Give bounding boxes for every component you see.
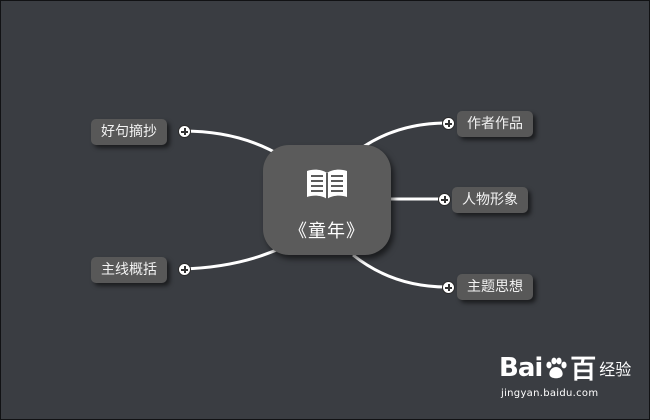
connector-theme	[352, 253, 448, 289]
connector-summary	[182, 245, 284, 271]
plus-circle-icon[interactable]	[442, 281, 455, 294]
branch-works[interactable]: 作者作品	[457, 111, 533, 137]
branch-works-label: 作者作品	[467, 116, 523, 132]
book-icon	[307, 169, 347, 199]
branch-summary[interactable]: 主线概括	[91, 257, 167, 283]
watermark-brand-suffix: 百	[570, 355, 596, 385]
watermark-brand-cn: 经验	[599, 359, 632, 379]
paw-icon	[546, 357, 567, 378]
plus-circle-icon[interactable]	[178, 125, 191, 138]
branch-characters-label: 人物形象	[462, 192, 518, 208]
watermark: Bai 百 经验 jingyan.baidu.com	[499, 349, 631, 400]
branch-quotes-label: 好句摘抄	[101, 124, 157, 140]
central-topic-label: 《童年》	[289, 221, 365, 242]
branch-summary-label: 主线概括	[101, 262, 157, 278]
watermark-brand-prefix: Bai	[499, 352, 543, 383]
watermark-url: jingyan.baidu.com	[501, 388, 599, 399]
plus-circle-icon[interactable]	[442, 117, 455, 130]
central-topic-node[interactable]: 《童年》	[263, 145, 391, 255]
branch-characters[interactable]: 人物形象	[452, 187, 528, 213]
connector-quotes	[182, 129, 284, 159]
branch-quotes[interactable]: 好句摘抄	[91, 119, 167, 145]
connector-works	[362, 121, 448, 149]
plus-circle-icon[interactable]	[178, 263, 191, 276]
branch-theme-label: 主题思想	[467, 279, 523, 295]
branch-theme[interactable]: 主题思想	[457, 274, 533, 300]
plus-circle-icon[interactable]	[438, 193, 451, 206]
watermark-brand: Bai 百 经验	[499, 349, 631, 386]
